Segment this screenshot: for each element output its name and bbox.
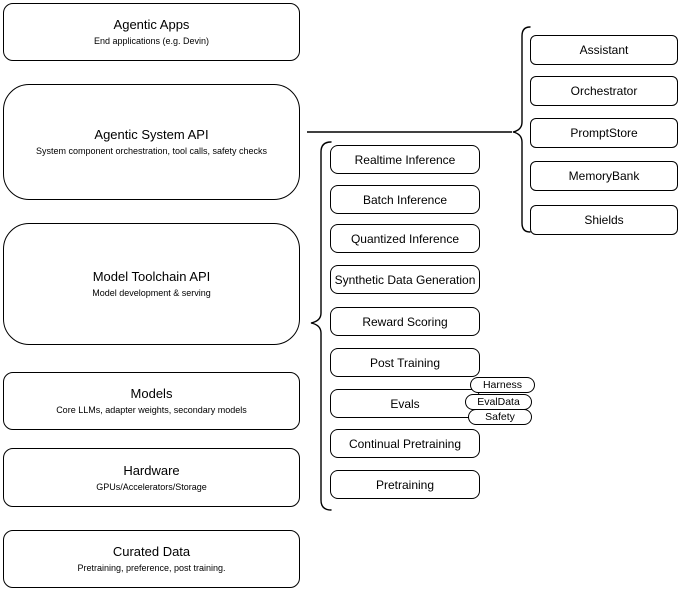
box-title: Models <box>130 386 173 401</box>
box-title: Model Toolchain API <box>92 269 211 284</box>
toolchain-item-reward-scoring: Reward Scoring <box>330 307 480 336</box>
box-title: Agentic Apps <box>113 17 190 32</box>
box-title: Agentic System API <box>94 127 209 142</box>
system-item-memorybank: MemoryBank <box>530 161 678 191</box>
box-subtitle: GPUs/Accelerators/Storage <box>96 481 207 492</box>
system-item-assistant: Assistant <box>530 35 678 65</box>
toolchain-item-post-training: Post Training <box>330 348 480 377</box>
stack-box-models: Models Core LLMs, adapter weights, secon… <box>3 372 300 430</box>
toolchain-item-realtime-inference: Realtime Inference <box>330 145 480 174</box>
box-subtitle: End applications (e.g. Devin) <box>93 36 210 46</box>
system-item-shields: Shields <box>530 205 678 235</box>
stack-box-hardware: Hardware GPUs/Accelerators/Storage <box>3 448 300 507</box>
toolchain-item-evals: Evals <box>330 389 480 418</box>
box-title: Hardware <box>123 462 180 478</box>
toolchain-item-batch-inference: Batch Inference <box>330 185 480 214</box>
toolchain-brace <box>310 141 332 511</box>
toolchain-item-pretraining: Pretraining <box>330 470 480 499</box>
box-subtitle: Pretraining, preference, post training. <box>77 563 226 573</box>
box-subtitle: System component orchestration, tool cal… <box>35 146 268 156</box>
toolchain-item-continual-pretraining: Continual Pretraining <box>330 429 480 458</box>
stack-box-model-toolchain-api: Model Toolchain API Model development & … <box>3 223 300 345</box>
stack-box-curated-data: Curated Data Pretraining, preference, po… <box>3 530 300 588</box>
box-subtitle: Model development & serving <box>92 288 211 298</box>
system-brace <box>512 26 531 233</box>
eval-tag-harness: Harness <box>470 377 535 393</box>
stack-box-agentic-apps: Agentic Apps End applications (e.g. Devi… <box>3 3 300 61</box>
system-item-orchestrator: Orchestrator <box>530 76 678 106</box>
stack-box-agentic-system-api: Agentic System API System component orch… <box>3 84 300 200</box>
box-subtitle: Core LLMs, adapter weights, secondary mo… <box>56 405 247 415</box>
toolchain-item-quantized-inference: Quantized Inference <box>330 224 480 253</box>
eval-tag-evaldata: EvalData <box>465 394 532 410</box>
eval-tag-safety: Safety <box>468 409 532 425</box>
box-title: Curated Data <box>112 544 191 559</box>
toolchain-item-synthetic-data-generation: Synthetic Data Generation <box>330 265 480 294</box>
system-item-promptstore: PromptStore <box>530 118 678 148</box>
